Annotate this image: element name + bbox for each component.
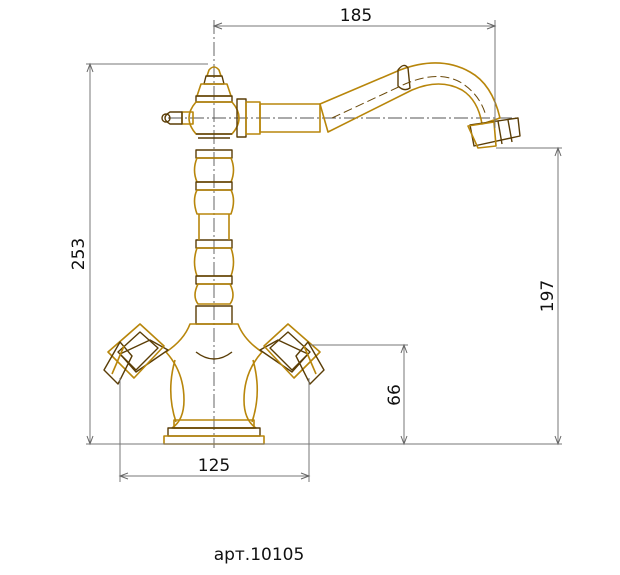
dim-total-height-label: 253: [69, 238, 89, 270]
column: [193, 149, 235, 325]
faucet-body: [103, 62, 521, 445]
left-handle: [103, 323, 169, 385]
left-side-cap: [161, 111, 194, 125]
dim-spout-reach: 185: [212, 6, 497, 128]
spout-collar: [236, 98, 321, 138]
dim-spout-reach-label: 185: [340, 6, 372, 26]
dim-base-width-label: 125: [198, 456, 230, 476]
right-handle: [259, 323, 325, 385]
dim-base-width: 125: [118, 378, 311, 482]
dim-handle-height-label: 66: [385, 384, 405, 406]
center-lines: [168, 20, 518, 448]
dim-spout-outlet-height: 197: [496, 146, 562, 446]
dim-handle-height: 66: [310, 343, 408, 446]
spout: [319, 62, 521, 149]
article-number-label: арт.10105: [214, 545, 305, 565]
dim-total-height: 253: [69, 62, 208, 446]
dim-spout-outlet-height-label: 197: [538, 280, 558, 312]
